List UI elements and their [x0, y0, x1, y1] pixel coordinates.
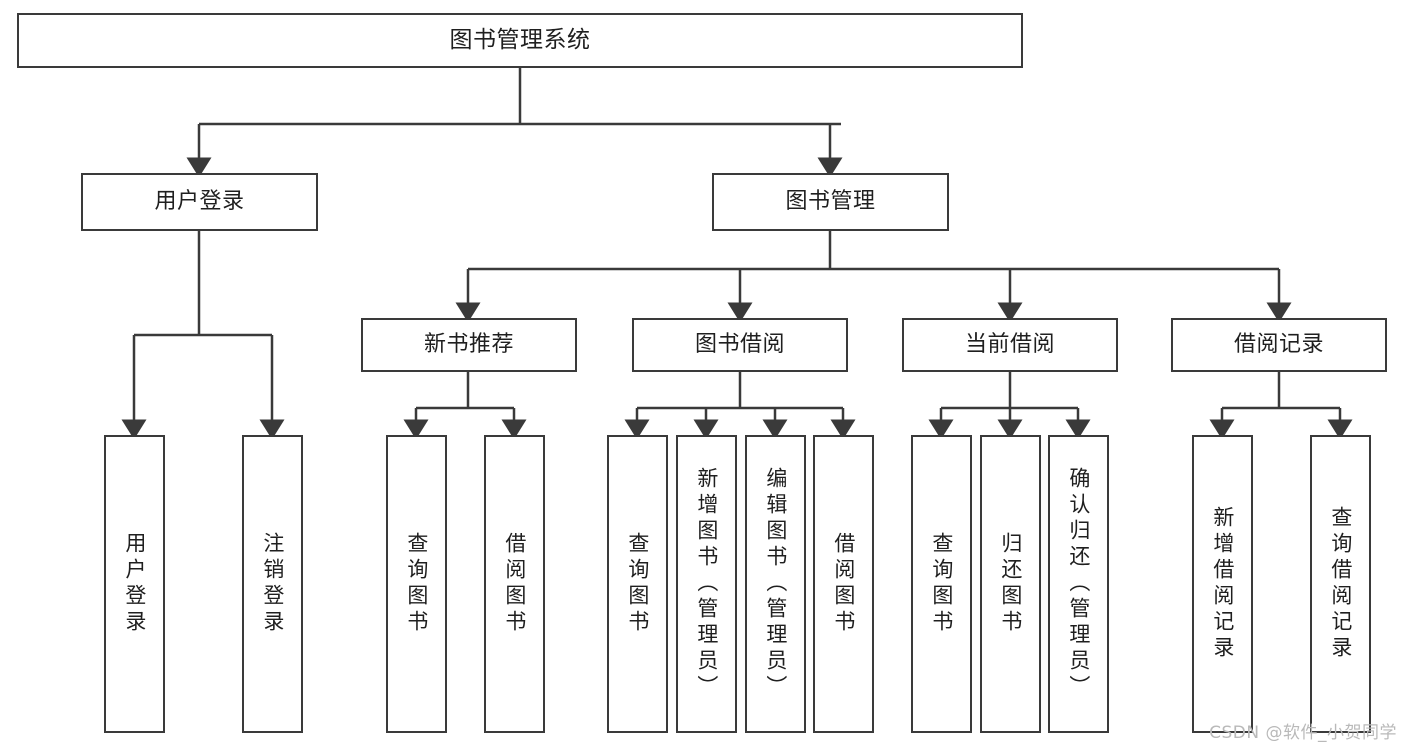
node-label: 图书管理系统: [449, 26, 591, 53]
leaf-book-borrow-query[interactable]: 查询图书: [607, 435, 668, 733]
node-label: 查询图书: [404, 532, 429, 636]
leaf-current-borrow-query[interactable]: 查询图书: [911, 435, 972, 733]
node-label: 查询图书: [929, 532, 954, 636]
node-label: 注销登录: [260, 532, 285, 636]
node-label: 查询借阅记录: [1328, 506, 1353, 662]
node-label: 借阅图书: [831, 532, 856, 636]
leaf-book-borrow-add[interactable]: 新增图书（管理员）: [676, 435, 737, 733]
node-root-system[interactable]: 图书管理系统: [17, 13, 1023, 68]
node-book-borrow[interactable]: 图书借阅: [632, 318, 848, 372]
leaf-user-login-logout[interactable]: 注销登录: [242, 435, 303, 733]
leaf-book-borrow-borrow[interactable]: 借阅图书: [813, 435, 874, 733]
node-new-book-recommend[interactable]: 新书推荐: [361, 318, 577, 372]
leaf-new-book-borrow[interactable]: 借阅图书: [484, 435, 545, 733]
node-label: 图书借阅: [694, 332, 785, 358]
node-label: 用户登录: [154, 189, 245, 215]
watermark-text: CSDN @软件_小贺同学: [1209, 723, 1397, 743]
node-label: 图书管理: [785, 189, 876, 215]
node-label: 归还图书: [998, 532, 1023, 636]
node-current-borrow[interactable]: 当前借阅: [902, 318, 1118, 372]
node-label: 编辑图书（管理员）: [763, 467, 788, 701]
node-label: 新增图书（管理员）: [694, 467, 719, 701]
node-user-login[interactable]: 用户登录: [81, 173, 318, 231]
node-label: 新书推荐: [423, 332, 514, 358]
node-label: 借阅图书: [502, 532, 527, 636]
leaf-borrow-record-add[interactable]: 新增借阅记录: [1192, 435, 1253, 733]
node-label: 查询图书: [625, 532, 650, 636]
leaf-book-borrow-edit[interactable]: 编辑图书（管理员）: [745, 435, 806, 733]
leaf-borrow-record-query[interactable]: 查询借阅记录: [1310, 435, 1371, 733]
leaf-current-borrow-confirm[interactable]: 确认归还（管理员）: [1048, 435, 1109, 733]
node-label: 借阅记录: [1233, 332, 1324, 358]
leaf-new-book-query[interactable]: 查询图书: [386, 435, 447, 733]
node-label: 当前借阅: [964, 332, 1055, 358]
node-book-management[interactable]: 图书管理: [712, 173, 949, 231]
node-label: 用户登录: [122, 532, 147, 636]
leaf-current-borrow-return[interactable]: 归还图书: [980, 435, 1041, 733]
node-label: 新增借阅记录: [1210, 506, 1235, 662]
node-label: 确认归还（管理员）: [1066, 467, 1091, 701]
leaf-user-login-login[interactable]: 用户登录: [104, 435, 165, 733]
node-borrow-record[interactable]: 借阅记录: [1171, 318, 1387, 372]
